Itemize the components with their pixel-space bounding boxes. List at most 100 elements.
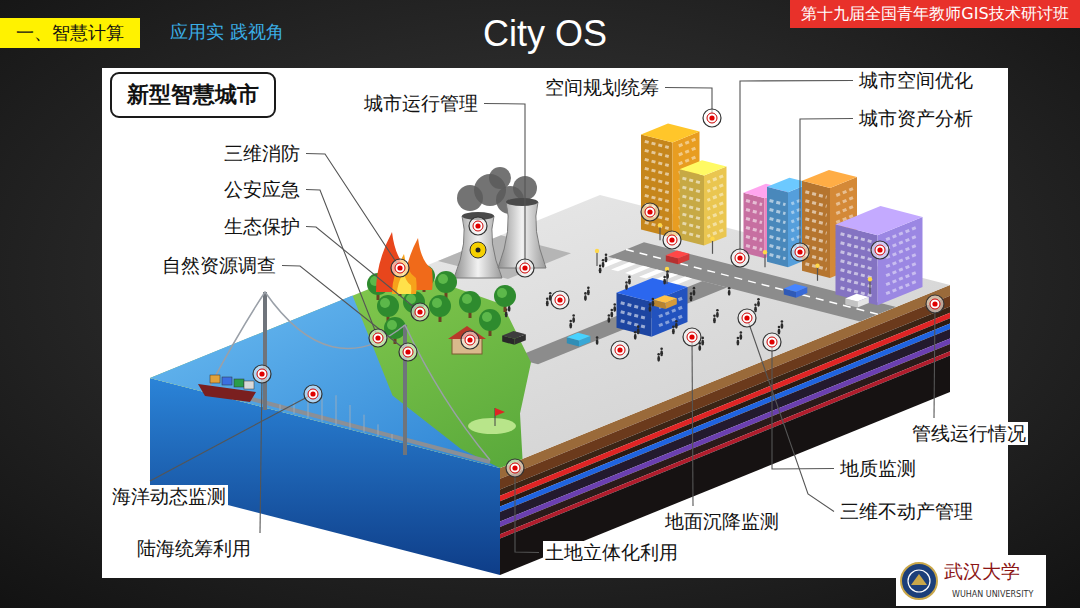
leader-line: [934, 304, 935, 418]
window-row: [707, 185, 723, 191]
logo-ground: [896, 555, 1046, 606]
callout-label: 三维不动产管理: [838, 500, 975, 523]
crosswalk-stripe: [625, 266, 650, 275]
marker-ring: [767, 337, 777, 347]
person: [690, 295, 693, 301]
lamp-light: [815, 264, 819, 268]
person: [698, 345, 701, 351]
golf-green: [468, 408, 516, 434]
person: [713, 315, 716, 318]
window-row: [645, 141, 669, 147]
crosswalk-stripe: [639, 269, 664, 278]
marker-ring: [257, 369, 267, 379]
window-row: [707, 230, 723, 236]
person: [663, 279, 666, 285]
person: [608, 314, 611, 317]
person: [657, 353, 660, 356]
window-row: [682, 232, 701, 237]
window-row: [707, 176, 723, 182]
callout-label: 城市空间优化: [857, 69, 975, 92]
marker-dot: [375, 335, 380, 340]
container: [222, 377, 232, 385]
location-marker: [516, 259, 534, 277]
bridge-hanger: [378, 424, 379, 436]
leader-line: [484, 104, 525, 269]
window-row: [805, 219, 826, 224]
leader-line: [282, 266, 408, 353]
event-banner: 第十九届全国青年教师GIS技术研讨班: [790, 0, 1080, 28]
subtitle-text: 应用实 践视角: [168, 21, 286, 43]
location-marker: [641, 203, 659, 221]
cooling-tower: [454, 216, 502, 278]
logo-emblem: [911, 574, 927, 585]
person: [757, 298, 760, 301]
person: [599, 264, 602, 267]
window-row: [707, 212, 723, 218]
callout-label: 海洋动态监测: [110, 485, 228, 508]
person: [572, 317, 575, 323]
person: [637, 328, 640, 334]
window-row: [645, 195, 669, 201]
tree-crown: [406, 294, 416, 304]
person: [649, 303, 652, 306]
window-row: [770, 209, 786, 213]
location-marker: [551, 291, 569, 309]
person: [660, 348, 663, 351]
person: [628, 278, 631, 284]
marker-dot: [769, 339, 774, 344]
leader-line: [515, 468, 539, 553]
person: [737, 337, 740, 340]
window-row: [884, 228, 916, 241]
bridge-hanger: [364, 415, 365, 433]
crosswalk-stripe: [611, 262, 636, 271]
marker-ring: [735, 253, 745, 263]
person: [569, 322, 572, 328]
person: [596, 339, 599, 345]
marker-ring: [411, 303, 429, 321]
window-row: [707, 194, 723, 200]
grassland: [150, 272, 531, 468]
smoke-cloud: [457, 185, 483, 211]
box-text: 第十九届全国青年教师GIS技术研讨班: [801, 4, 1068, 23]
person: [584, 295, 587, 301]
marker-ring: [875, 245, 885, 255]
lamp-pole: [817, 267, 818, 281]
person: [660, 350, 663, 356]
tree-crown: [432, 298, 442, 308]
window-row: [805, 264, 826, 269]
person: [605, 253, 608, 256]
window-row: [645, 177, 669, 183]
window-row: [677, 139, 696, 147]
marker-ring: [465, 335, 475, 345]
person: [652, 298, 655, 301]
car-roof: [666, 251, 690, 259]
person: [602, 262, 605, 268]
car-roof: [784, 284, 808, 292]
window-row: [770, 227, 786, 231]
person: [739, 334, 742, 340]
window-row: [621, 312, 648, 319]
person: [637, 325, 640, 328]
leader-line: [772, 342, 834, 469]
leader-line: [260, 374, 262, 533]
window-row: [657, 307, 682, 317]
car-roof: [502, 331, 526, 339]
window-row: [770, 236, 786, 240]
location-marker: [663, 231, 681, 249]
window-row: [682, 214, 701, 219]
lamp-pole: [764, 253, 765, 267]
lamp-light: [868, 277, 872, 281]
marker-dot: [709, 115, 714, 120]
tree-crown: [380, 298, 390, 308]
marker-dot: [617, 347, 622, 352]
image-panel: [102, 68, 1008, 578]
tree-crown: [459, 291, 481, 313]
marker-ring: [663, 231, 681, 249]
marker-dot: [647, 209, 652, 214]
car-roof: [567, 333, 591, 341]
sea-surface: [150, 296, 500, 468]
window-row: [677, 157, 696, 165]
person: [649, 306, 652, 312]
location-marker: [683, 328, 701, 346]
person: [505, 311, 508, 317]
